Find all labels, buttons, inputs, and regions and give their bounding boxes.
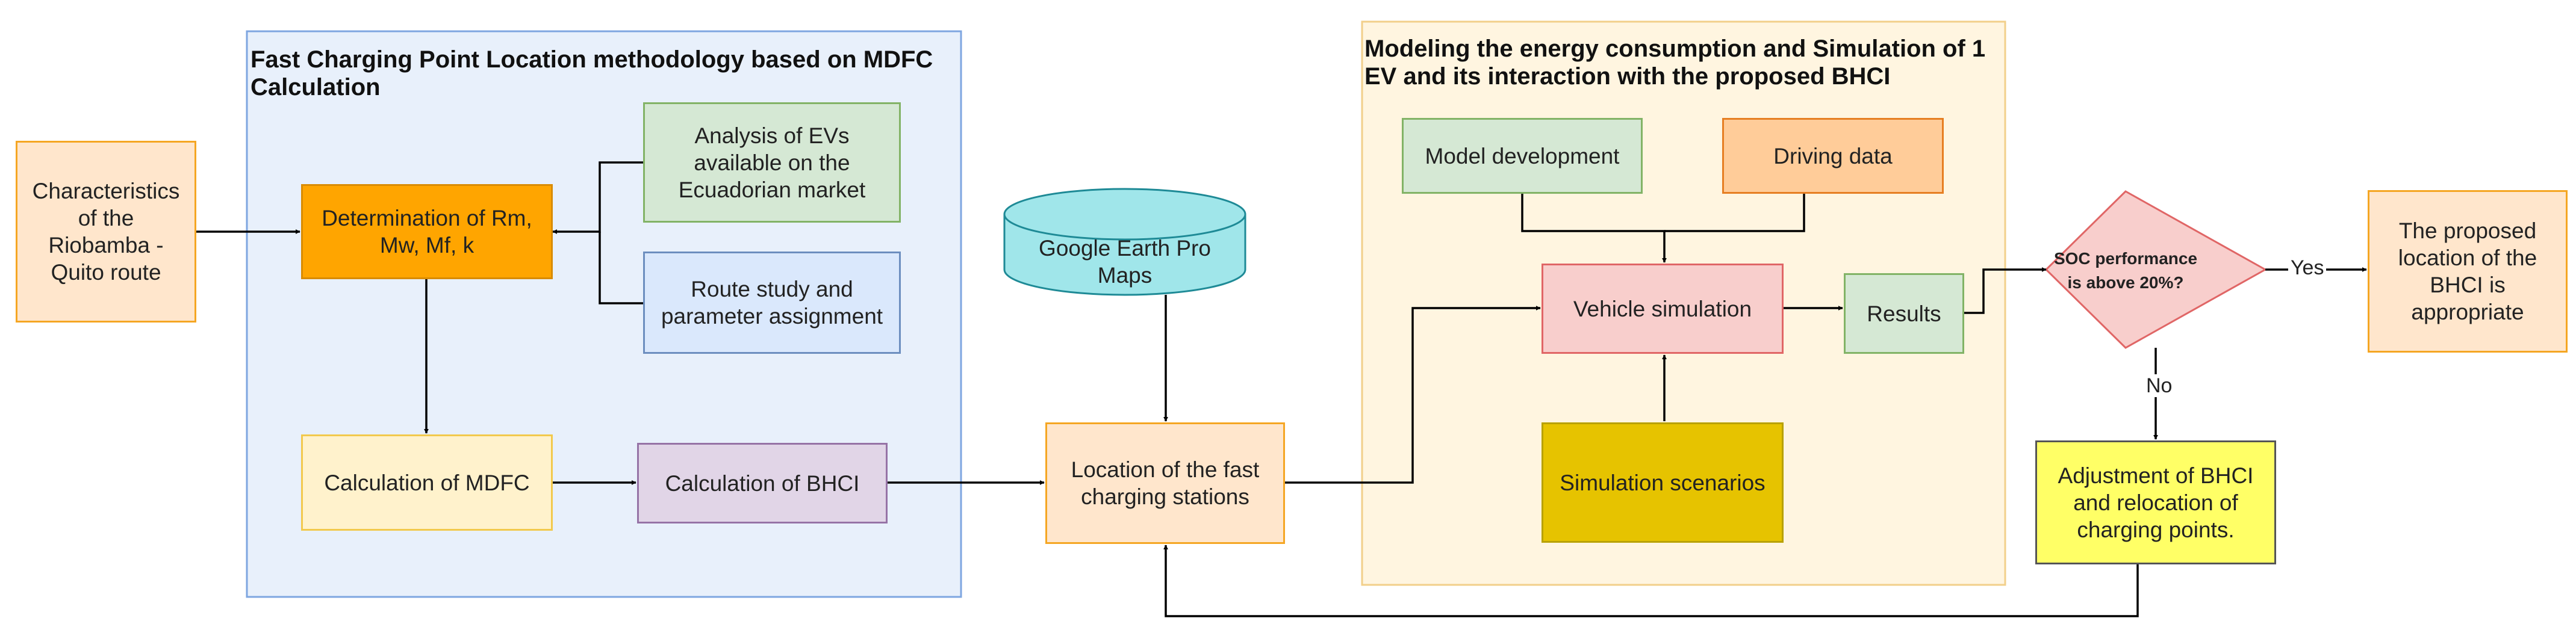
node-simulation-scenarios: Simulation scenarios xyxy=(1542,422,1784,543)
edge-adjustment-back xyxy=(1163,545,2139,617)
edge-route-study-to-determination xyxy=(599,232,643,304)
node-google-earth: Google Earth Pro Maps xyxy=(1039,236,1211,288)
region-mdfc-title: Fast Charging Point Location methodology… xyxy=(250,46,933,100)
node-analysis-evs: Analysis of EVs available on the Ecuador… xyxy=(643,102,901,223)
edge-analysis-to-determination xyxy=(552,161,643,234)
node-vehicle-simulation: Vehicle simulation xyxy=(1542,264,1784,354)
node-calc-bhci: Calculation of BHCI xyxy=(637,443,888,523)
edge-location-to-vehicle xyxy=(1285,306,1541,484)
edge-label-yes: Yes xyxy=(2288,256,2327,279)
node-route-study: Route study and parameter assignment xyxy=(643,252,901,354)
decision-diamond xyxy=(2044,190,2268,349)
edge-label-no: No xyxy=(2144,374,2175,397)
edge-driving-to-vehicle xyxy=(1664,194,1805,232)
node-proposed-location: The proposed location of the BHCI is app… xyxy=(2368,190,2568,353)
node-route-characteristics: Characteristics of the Riobamba - Quito … xyxy=(16,141,196,323)
node-driving-data: Driving data xyxy=(1722,118,1944,194)
node-location-fast: Location of the fast charging stations xyxy=(1045,422,1285,544)
google-earth-cylinder xyxy=(1003,188,1246,296)
node-model-development: Model development xyxy=(1402,118,1643,194)
edge-results-to-decision xyxy=(1964,267,2047,314)
node-results: Results xyxy=(1844,273,1964,354)
node-calc-mdfc: Calculation of MDFC xyxy=(301,434,553,531)
node-adjustment: Adjustment of BHCI and relocation of cha… xyxy=(2035,440,2276,564)
region-energy-title: Modeling the energy consumption and Simu… xyxy=(1364,36,1986,90)
edge-model-to-vehicle xyxy=(1521,194,1667,263)
node-determination: Determination of Rm, Mw, Mf, k xyxy=(301,184,553,279)
node-decision-label: SOC performance is above 20%? xyxy=(2053,249,2198,292)
